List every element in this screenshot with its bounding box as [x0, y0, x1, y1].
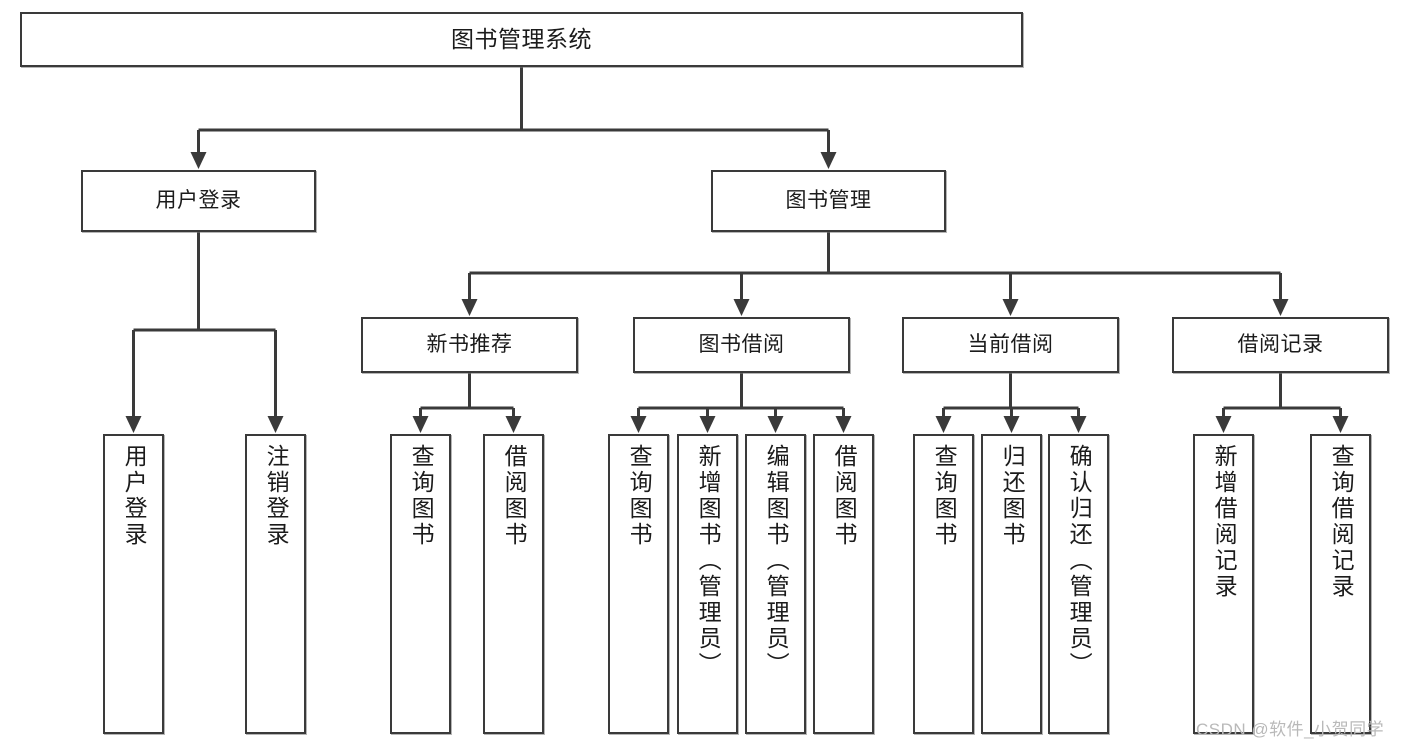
arrow-head [1332, 416, 1349, 433]
node-label: 借阅图书 [831, 444, 858, 548]
arrow-head [1003, 416, 1020, 433]
node-label: 新书推荐 [426, 333, 513, 357]
node-leaf-bor-3[interactable]: 编辑图书（管理员） [745, 434, 806, 734]
arrow-head [1002, 299, 1019, 316]
node-label: 图书借阅 [698, 333, 785, 357]
node-label: 图书管理系统 [451, 25, 592, 52]
arrow-head [1215, 416, 1232, 433]
node-label: 编辑图书（管理员） [763, 444, 790, 678]
node-label: 用户登录 [121, 444, 148, 548]
node-newbook[interactable]: 新书推荐 [361, 317, 578, 373]
node-leaf-rec-1[interactable]: 新增借阅记录 [1193, 434, 1254, 734]
arrow-head [767, 416, 784, 433]
arrow-head [699, 416, 716, 433]
arrow-head [412, 416, 429, 433]
node-leaf-cur-1[interactable]: 查询图书 [913, 434, 974, 734]
arrow-head [733, 299, 750, 316]
node-login[interactable]: 用户登录 [81, 170, 316, 232]
arrow-head [1070, 416, 1087, 433]
arrow-head [125, 416, 142, 433]
arrow-head [190, 152, 207, 169]
arrow-head [630, 416, 647, 433]
node-bookmgmt[interactable]: 图书管理 [711, 170, 946, 232]
node-leaf-login-2[interactable]: 注销登录 [245, 434, 306, 734]
node-leaf-bor-1[interactable]: 查询图书 [608, 434, 669, 734]
node-leaf-cur-2[interactable]: 归还图书 [981, 434, 1042, 734]
node-leaf-cur-3[interactable]: 确认归还（管理员） [1048, 434, 1109, 734]
arrow-head [1272, 299, 1289, 316]
arrow-head [505, 416, 522, 433]
node-label: 查询图书 [931, 444, 958, 548]
node-current[interactable]: 当前借阅 [902, 317, 1119, 373]
node-label: 新增借阅记录 [1211, 444, 1238, 600]
node-label: 确认归还（管理员） [1066, 444, 1093, 678]
node-label: 当前借阅 [967, 333, 1054, 357]
node-leaf-bor-2[interactable]: 新增图书（管理员） [677, 434, 738, 734]
node-leaf-new-2[interactable]: 借阅图书 [483, 434, 544, 734]
arrow-head [461, 299, 478, 316]
node-label: 查询借阅记录 [1328, 444, 1355, 600]
node-leaf-login-1[interactable]: 用户登录 [103, 434, 164, 734]
node-label: 查询图书 [626, 444, 653, 548]
node-root[interactable]: 图书管理系统 [20, 12, 1023, 67]
node-borrow[interactable]: 图书借阅 [633, 317, 850, 373]
node-label: 借阅图书 [501, 444, 528, 548]
arrow-head [267, 416, 284, 433]
node-label: 图书管理 [785, 189, 872, 213]
arrow-head [835, 416, 852, 433]
node-label: 归还图书 [999, 444, 1026, 548]
node-leaf-rec-2[interactable]: 查询借阅记录 [1310, 434, 1371, 734]
node-label: 用户登录 [155, 189, 242, 213]
node-leaf-bor-4[interactable]: 借阅图书 [813, 434, 874, 734]
arrow-head [935, 416, 952, 433]
node-label: 注销登录 [263, 444, 290, 548]
arrow-head [820, 152, 837, 169]
node-records[interactable]: 借阅记录 [1172, 317, 1389, 373]
node-label: 新增图书（管理员） [695, 444, 722, 678]
node-label: 查询图书 [408, 444, 435, 548]
node-leaf-new-1[interactable]: 查询图书 [390, 434, 451, 734]
node-label: 借阅记录 [1237, 333, 1324, 357]
